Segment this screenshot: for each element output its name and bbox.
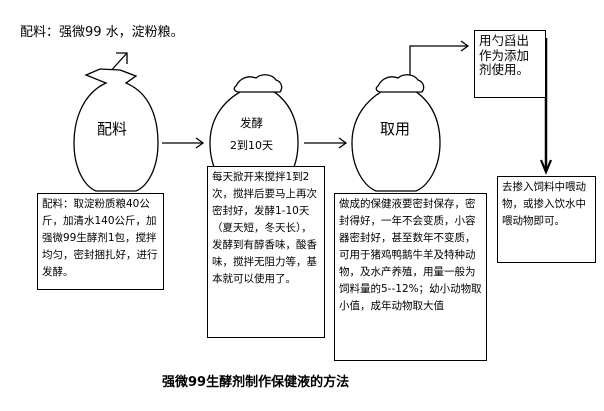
fermentation-box: 每天掀开来搅拌1到2次，搅拌后要马上再次密封好，发酵1-10天（夏天短，冬天长）… (207, 166, 325, 338)
ingredients-box: 配料：取淀粉质粮40公斤，加清水140公斤，加强微99生酵剂1包，搅拌均匀，密封… (37, 193, 164, 290)
jar-3-shape (351, 74, 441, 192)
jar-2-label: 发酵 (240, 116, 263, 130)
additive-usage-box: 用勺舀出作为添加剂使用。 (474, 30, 546, 98)
jar-3-label: 取用 (380, 120, 411, 138)
ingredients-header: 配料：强微99 水，淀粉粮。 (20, 25, 184, 40)
feeding-box: 去掺入饲料中喂动物，或掺入饮水中喂动物即可。 (497, 176, 596, 263)
jar-2-sublabel: 2到10天 (230, 139, 273, 152)
usage-box: 做成的保健液要密封保存，密封得好，一年不会变质，小容器密封好，甚至数年不变质，可… (334, 193, 487, 361)
jar-1-shape (73, 68, 159, 192)
arrow-right-1-icon (162, 137, 205, 149)
arrow-to-additive-icon (409, 40, 470, 75)
diagram-title: 强微99生酵剂制作保健液的方法 (162, 375, 350, 390)
jar-1-label: 配料 (97, 120, 128, 138)
jar-2-shape (209, 74, 299, 192)
arrow-down-icon (539, 38, 553, 175)
arrow-right-2-icon (304, 137, 348, 149)
